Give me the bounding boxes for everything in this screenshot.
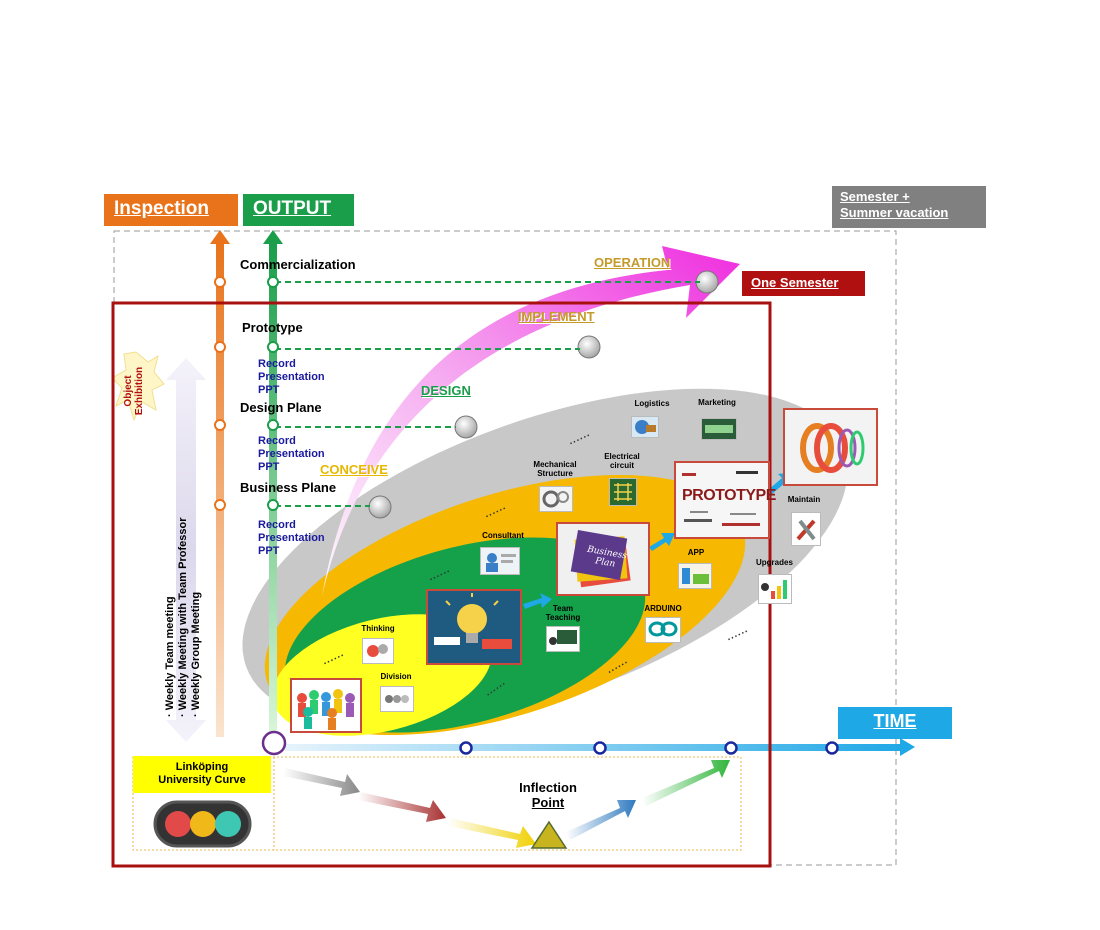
semester-summer-line2: Summer vacation xyxy=(840,205,949,220)
one-semester-header: One Semester xyxy=(742,271,865,296)
trend-arrow-gray xyxy=(283,768,360,796)
product-ring-image xyxy=(783,408,878,486)
linkoping-line2: University Curve xyxy=(158,774,246,786)
time-marker-3[interactable] xyxy=(724,741,738,755)
semester-summer-line1: Semester + xyxy=(840,189,910,204)
team-teaching-icon xyxy=(546,626,580,652)
time-marker-4[interactable] xyxy=(825,741,839,755)
activity-thinking: Thinking xyxy=(361,624,395,633)
flow-arrow-1 xyxy=(523,593,552,609)
trend-arrow-blue xyxy=(566,800,636,840)
app-icon xyxy=(678,563,712,589)
inspection-header: Inspection xyxy=(104,194,238,226)
stage-business-plane: Business Plane xyxy=(240,480,337,495)
marketing-icon xyxy=(701,418,737,440)
stage-design-plane: Design Plane xyxy=(240,400,322,415)
phase-implement: IMPLEMENT xyxy=(518,309,595,324)
object-exhibition-burst xyxy=(111,351,165,422)
activity-maintain: Maintain xyxy=(787,495,821,504)
consultant-icon xyxy=(480,547,520,575)
stage-commercialization: Commercialization xyxy=(240,257,356,272)
idea-bulb-image xyxy=(426,589,522,665)
inspection-axis xyxy=(216,242,224,737)
stage-prototype: Prototype xyxy=(242,320,303,335)
activity-division: Division xyxy=(380,672,412,681)
inflection-line1: Inflection xyxy=(519,780,577,795)
activity-electrical-circuit: Electrical circuit xyxy=(604,452,640,470)
logistics-icon xyxy=(631,416,659,438)
division-icon xyxy=(380,686,414,712)
inflection-point-marker xyxy=(530,820,568,849)
team-people-image xyxy=(290,678,362,733)
activity-marketing: Marketing xyxy=(698,398,736,407)
output-axis xyxy=(269,242,277,737)
prototype-wordcloud-image: PROTOTYPE xyxy=(674,461,776,539)
semester-summer-header: Semester + Summer vacation xyxy=(832,186,986,228)
time-header: TIME xyxy=(838,707,952,739)
phase-design: DESIGN xyxy=(421,383,471,398)
activity-mechanical-structure: Mechanical Structure xyxy=(533,460,577,478)
electrical-circuit-icon xyxy=(609,478,637,506)
object-exhibition-label: Object Exhibition xyxy=(123,366,145,416)
activity-arduino: ARDUINO xyxy=(644,604,682,613)
business-plan-image: Business Plan xyxy=(556,522,650,596)
time-origin[interactable] xyxy=(261,730,287,756)
trend-arrow-yellow xyxy=(448,818,536,848)
trend-arrow-red xyxy=(358,792,446,822)
output-header: OUTPUT xyxy=(243,194,354,226)
weekly-meetings-label: · Weekly Team meeting · Weekly Meeting w… xyxy=(164,517,202,717)
arduino-icon xyxy=(645,617,681,643)
phase-conceive: CONCEIVE xyxy=(320,462,388,477)
trend-arrow-green xyxy=(642,760,730,806)
linkoping-line1: Linköping xyxy=(175,761,229,773)
activity-logistics: Logistics xyxy=(634,399,670,408)
activity-app: APP xyxy=(687,548,705,557)
activity-team-teaching: Team Teaching xyxy=(545,604,581,622)
implement-knob[interactable] xyxy=(577,335,601,359)
design-knob[interactable] xyxy=(454,415,478,439)
time-axis-arrowhead xyxy=(900,738,915,756)
conceive-knob[interactable] xyxy=(368,495,392,519)
time-marker-2[interactable] xyxy=(593,741,607,755)
phase-operation: OPERATION xyxy=(594,255,671,270)
activity-upgrade: Upgrades xyxy=(756,558,793,567)
output-axis-arrowhead xyxy=(263,230,283,244)
inspection-axis-arrowhead xyxy=(210,230,230,244)
inflection-line2: Point xyxy=(531,795,565,810)
prototype-word: PROTOTYPE xyxy=(682,487,776,504)
maintain-icon xyxy=(791,512,821,546)
mechanical-structure-icon xyxy=(539,486,573,512)
linkoping-curve-label: Linköping University Curve xyxy=(133,756,271,793)
thinking-icon xyxy=(362,638,394,664)
flow-arrow-2 xyxy=(649,533,675,551)
meeting-range-arrow xyxy=(166,358,206,742)
inflection-point-label: Inflection Point xyxy=(508,780,588,810)
curve-region xyxy=(132,756,742,851)
time-marker-1[interactable] xyxy=(459,741,473,755)
activity-consultant: Consultant xyxy=(482,531,524,540)
upgrade-icon xyxy=(758,574,792,604)
